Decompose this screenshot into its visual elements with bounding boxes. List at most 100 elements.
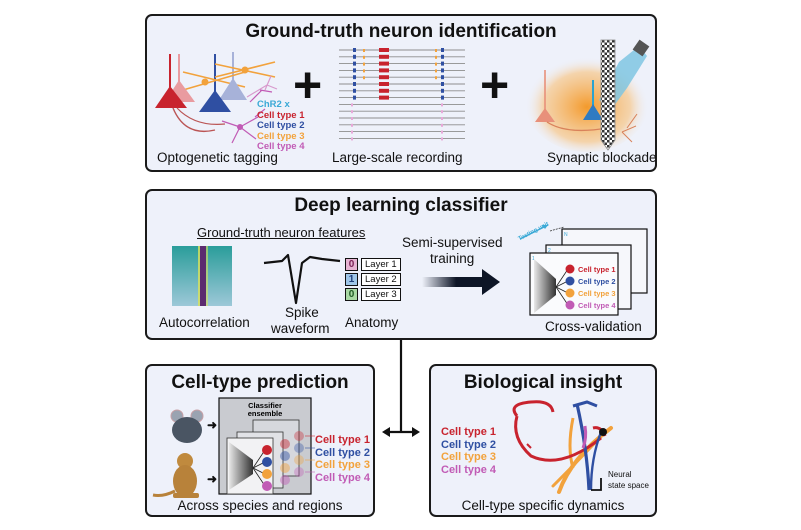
legend-cell-type-2: Cell type 2	[441, 438, 497, 451]
spike-mark	[379, 48, 389, 52]
panel-deep-learning: Deep learning classifier Ground-truth ne…	[145, 189, 657, 340]
spike-mark	[363, 49, 365, 52]
training-label-1: Semi-supervised	[402, 235, 503, 250]
anatomy-row: 0 Layer 3	[345, 288, 401, 301]
ghost-node	[280, 475, 290, 485]
legend-cell-type-1: Cell type 1	[441, 426, 497, 438]
ghost-node	[294, 467, 304, 477]
spike-mark	[351, 137, 353, 141]
spike-mark	[435, 49, 437, 52]
output-node	[565, 276, 575, 286]
caption-across-species: Across species and regions	[177, 498, 343, 513]
ensemble-label: ensemble	[248, 409, 283, 418]
spike-mark	[379, 75, 389, 80]
ghost-node	[280, 451, 290, 461]
spike-mark	[353, 61, 356, 66]
spike-mark	[363, 55, 365, 59]
caption-large-scale-recording: Large-scale recording	[332, 150, 463, 165]
anatomy-value: 0	[345, 288, 358, 301]
caption-synaptic-blockade: Synaptic blockade	[547, 150, 657, 165]
monkey-icon	[152, 453, 199, 498]
output-node	[565, 264, 575, 274]
spike-mark	[441, 123, 443, 127]
spike-mark	[441, 61, 444, 66]
caption-optogenetic-tagging: Optogenetic tagging	[157, 150, 278, 165]
spike-mark	[353, 88, 356, 93]
autocorrelation-plot	[172, 246, 232, 306]
ensemble-label: Classifier	[248, 401, 282, 410]
caption-cell-type-dynamics: Cell-type specific dynamics	[461, 498, 625, 513]
anatomy-layer: Layer 1	[361, 258, 401, 271]
network-edge	[555, 268, 569, 288]
panel-cell-type-prediction: Cell-type prediction ➜ ➜ Classifier ense…	[145, 364, 375, 517]
fold-label: 2	[548, 248, 551, 254]
mouse-icon	[170, 409, 204, 443]
spike-mark	[379, 88, 389, 93]
spike-mark	[441, 117, 443, 120]
spike-mark	[441, 68, 444, 73]
spike-mark	[441, 54, 444, 59]
spike-mark	[351, 103, 353, 107]
legend-chr2: ChR2 x	[257, 99, 290, 110]
cv-class-label: Cell type 1	[578, 265, 616, 274]
anatomy-table: 0 Layer 1 1 Layer 2 0 Layer 3	[345, 258, 401, 301]
training-label-2: training	[430, 251, 475, 266]
spike-mark	[379, 61, 389, 66]
spike-mark	[351, 130, 353, 134]
legend-cell-type-4: Cell type 4	[257, 141, 305, 152]
output-node	[262, 457, 272, 467]
neural-trajectories-plot	[512, 400, 613, 494]
spike-mark	[353, 95, 356, 100]
caption-waveform: waveform	[271, 321, 330, 336]
spike-mark	[353, 54, 356, 59]
spike-mark	[379, 54, 389, 59]
network-edge	[555, 286, 569, 306]
anatomy-layer: Layer 2	[361, 273, 401, 286]
optogenetic-legend: ChR2 x Cell type 1 Cell type 2 Cell type…	[257, 99, 305, 153]
output-node	[262, 469, 272, 479]
spike-mark	[351, 117, 353, 120]
scale-label: state space	[608, 481, 649, 490]
recording-traces-illustration	[339, 48, 465, 141]
spike-mark	[441, 88, 444, 93]
spike-waveform-plot	[263, 253, 341, 305]
anatomy-value: 1	[345, 273, 358, 286]
spike-mark	[353, 48, 356, 52]
spike-mark	[363, 76, 365, 80]
panel-title: Cell-type prediction	[171, 372, 349, 393]
spike-mark	[379, 95, 389, 100]
spike-mark	[363, 62, 365, 66]
ghost-node	[294, 443, 304, 453]
spike-mark	[379, 82, 389, 86]
fold-label: N	[564, 232, 568, 238]
testing-unit-label: Testing unit	[518, 221, 550, 242]
synaptic-blockade-illustration	[525, 39, 650, 152]
spike-mark	[351, 123, 353, 127]
spike-mark	[441, 110, 443, 114]
training-arrow-icon	[422, 269, 500, 295]
spike-mark	[435, 55, 437, 59]
spike-mark	[441, 75, 444, 80]
panel-title: Biological insight	[463, 372, 623, 393]
spike-mark	[441, 82, 444, 86]
plus-icon: +	[293, 57, 323, 113]
spike-mark	[379, 68, 389, 73]
output-node	[262, 445, 272, 455]
output-cell-type-3: Cell type 3	[315, 459, 371, 471]
cv-class-label: Cell type 2	[578, 277, 616, 286]
spike-mark	[441, 48, 444, 52]
caption-anatomy: Anatomy	[345, 315, 399, 330]
optogenetic-neurons-illustration	[155, 52, 278, 144]
spike-mark	[441, 103, 443, 107]
fold-label: 1	[532, 256, 535, 262]
cv-class-label: Cell type 3	[578, 289, 616, 298]
legend-cell-type-1: Cell type 1	[257, 109, 305, 121]
scale-bar-icon	[591, 478, 602, 491]
panel-ground-truth: Ground-truth neuron identification ChR2 …	[145, 14, 657, 172]
output-cell-type-4: Cell type 4	[315, 471, 371, 484]
spike-mark	[441, 137, 443, 141]
arrow-right-icon: ➜	[207, 418, 218, 432]
caption-cross-validation: Cross-validation	[545, 319, 642, 334]
ghost-node	[280, 439, 290, 449]
